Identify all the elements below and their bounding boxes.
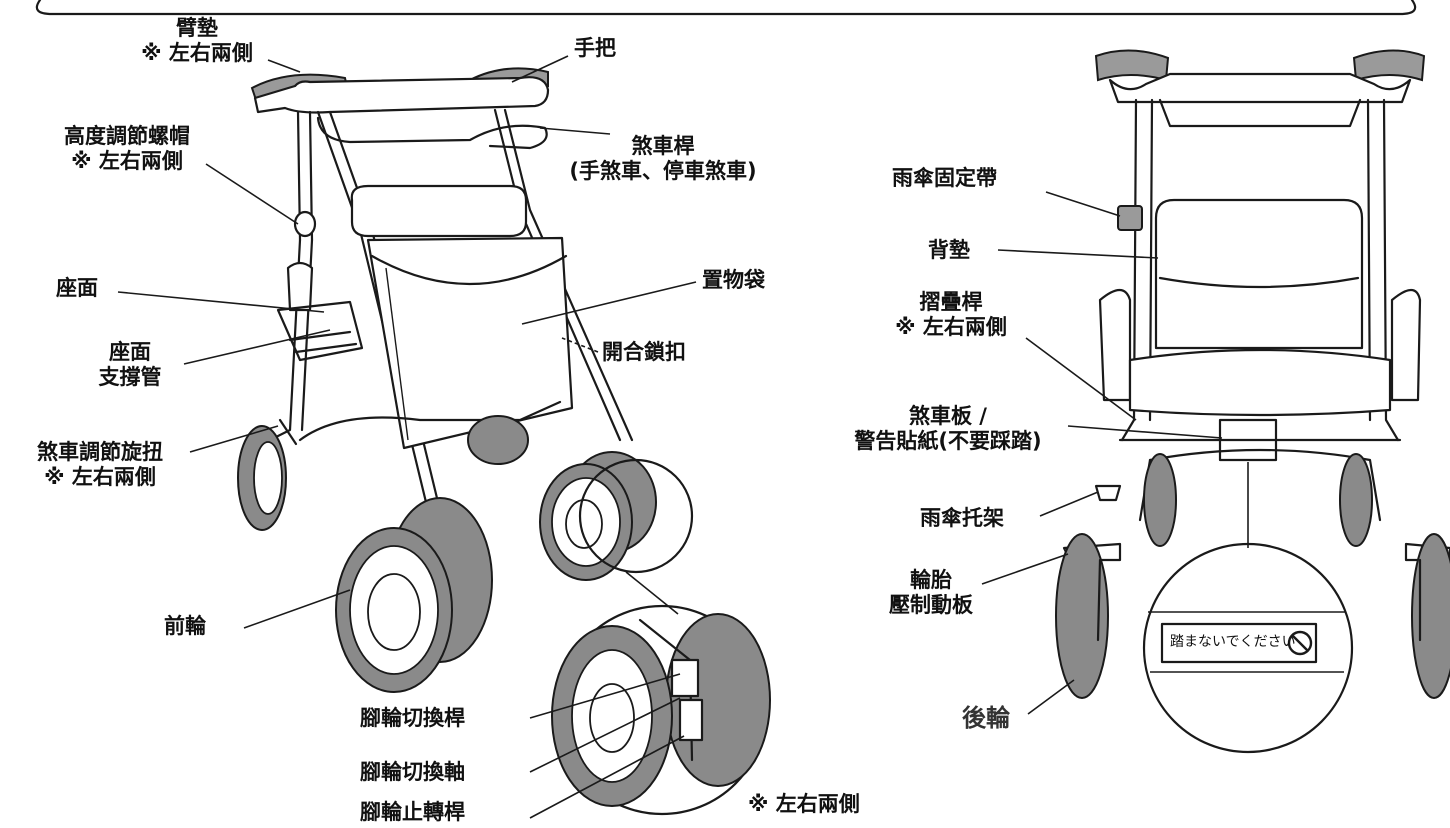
armrest-pad-left-r [1094, 49, 1170, 82]
label-front-wheel: 前輪 [164, 614, 206, 639]
label-fold-bar: 摺疊桿 ※ 左右兩側 [856, 290, 1046, 340]
label-caster-shaft-text: 腳輪切換軸 [360, 760, 465, 784]
armrest-pad-right-r [1352, 49, 1426, 82]
label-seat-support-line2: 支撐管 [98, 365, 162, 389]
handlebar [253, 76, 550, 114]
label-brake-lever: 煞車桿 (手煞車、停車煞車) [528, 134, 798, 184]
label-rear-wheel-text: 後輪 [962, 704, 1010, 732]
label-caster-stop-text: 腳輪止轉桿 [360, 800, 465, 824]
label-caster-shaft: 腳輪切換軸 [360, 760, 465, 785]
backrest-left [350, 184, 528, 238]
brake-lever [316, 116, 548, 150]
label-clasp: 開合鎖扣 [602, 340, 686, 365]
label-caster-stop: 腳輪止轉桿 [360, 800, 465, 825]
label-umbrella-holder-text: 雨傘托架 [920, 506, 1004, 530]
label-fold-bar-line1: 摺疊桿 [919, 290, 983, 314]
label-both-sides-bottom-text: ※ 左右兩側 [748, 792, 860, 816]
top-border [35, 0, 1417, 16]
label-height-cap-line1: 高度調節螺帽 [64, 124, 190, 148]
sticker-text: 踏まないでください [1170, 632, 1296, 652]
label-backrest: 背墊 [928, 238, 970, 263]
label-umbrella-strap-text: 雨傘固定帶 [892, 166, 997, 190]
label-umbrella-holder: 雨傘托架 [920, 506, 1004, 531]
label-armrest: 臂墊 ※ 左右兩側 [122, 16, 272, 66]
label-armrest-line2: ※ 左右兩側 [141, 41, 253, 65]
label-brake-lever-line1: 煞車桿 [631, 134, 695, 158]
umbrella-strap [1117, 205, 1143, 231]
sticker-text-content: 踏まないでください [1170, 634, 1296, 650]
sticker-zoom-circle [1142, 542, 1354, 754]
label-brake-plate-line1: 煞車板 / [909, 404, 987, 428]
label-brake-plate-line2: 警告貼紙(不要踩踏) [854, 429, 1042, 453]
label-rear-wheel: 後輪 [962, 706, 1010, 731]
label-tire-plate-line1: 輪胎 [910, 568, 952, 592]
label-front-wheel-text: 前輪 [164, 614, 206, 638]
label-caster-lever-text: 腳輪切換桿 [360, 706, 465, 730]
label-seat: 座面 [56, 276, 98, 301]
label-brake-knob-line2: ※ 左右兩側 [44, 465, 156, 489]
label-height-cap-line2: ※ 左右兩側 [71, 149, 183, 173]
no-step-icon [1287, 630, 1313, 656]
zoom-circle-small [578, 458, 694, 574]
seat-right [1128, 348, 1392, 417]
label-brake-lever-line2: (手煞車、停車煞車) [569, 159, 757, 183]
label-handle-text: 手把 [574, 36, 616, 60]
label-tire-plate-line2: 壓制動板 [889, 593, 973, 617]
label-seat-text: 座面 [56, 276, 98, 300]
label-brake-plate: 煞車板 / 警告貼紙(不要踩踏) [818, 404, 1078, 454]
label-fold-bar-line2: ※ 左右兩側 [895, 315, 1007, 339]
umbrella-holder [1094, 484, 1122, 502]
height-cap-knob [293, 210, 317, 238]
label-caster-lever: 腳輪切換桿 [360, 706, 465, 731]
leader-lines [117, 55, 1223, 819]
label-umbrella-strap: 雨傘固定帶 [892, 166, 997, 191]
label-tire-plate: 輪胎 壓制動板 [876, 568, 986, 618]
label-brake-knob-line1: 煞車調節旋扭 [37, 440, 163, 464]
label-handle: 手把 [574, 36, 616, 61]
label-storage-bag: 置物袋 [702, 268, 765, 293]
rear-wheel-left [1055, 533, 1109, 699]
label-clasp-text: 開合鎖扣 [602, 340, 686, 364]
label-brake-knob: 煞車調節旋扭 ※ 左右兩側 [0, 440, 200, 490]
label-seat-support: 座面 支撐管 [80, 340, 180, 390]
right-walker [1055, 49, 1450, 754]
label-height-cap: 高度調節螺帽 ※ 左右兩側 [22, 124, 232, 174]
label-armrest-line1: 臂墊 [176, 16, 218, 40]
storage-bag [366, 236, 574, 450]
label-both-sides-bottom: ※ 左右兩側 [748, 792, 860, 817]
label-seat-support-line1: 座面 [109, 340, 151, 364]
backrest-right [1154, 198, 1364, 350]
label-storage-bag-text: 置物袋 [702, 268, 765, 292]
warning-sticker [1160, 622, 1318, 664]
rear-wheel-right [1411, 533, 1450, 699]
label-backrest-text: 背墊 [928, 238, 970, 262]
left-walker [237, 67, 771, 816]
